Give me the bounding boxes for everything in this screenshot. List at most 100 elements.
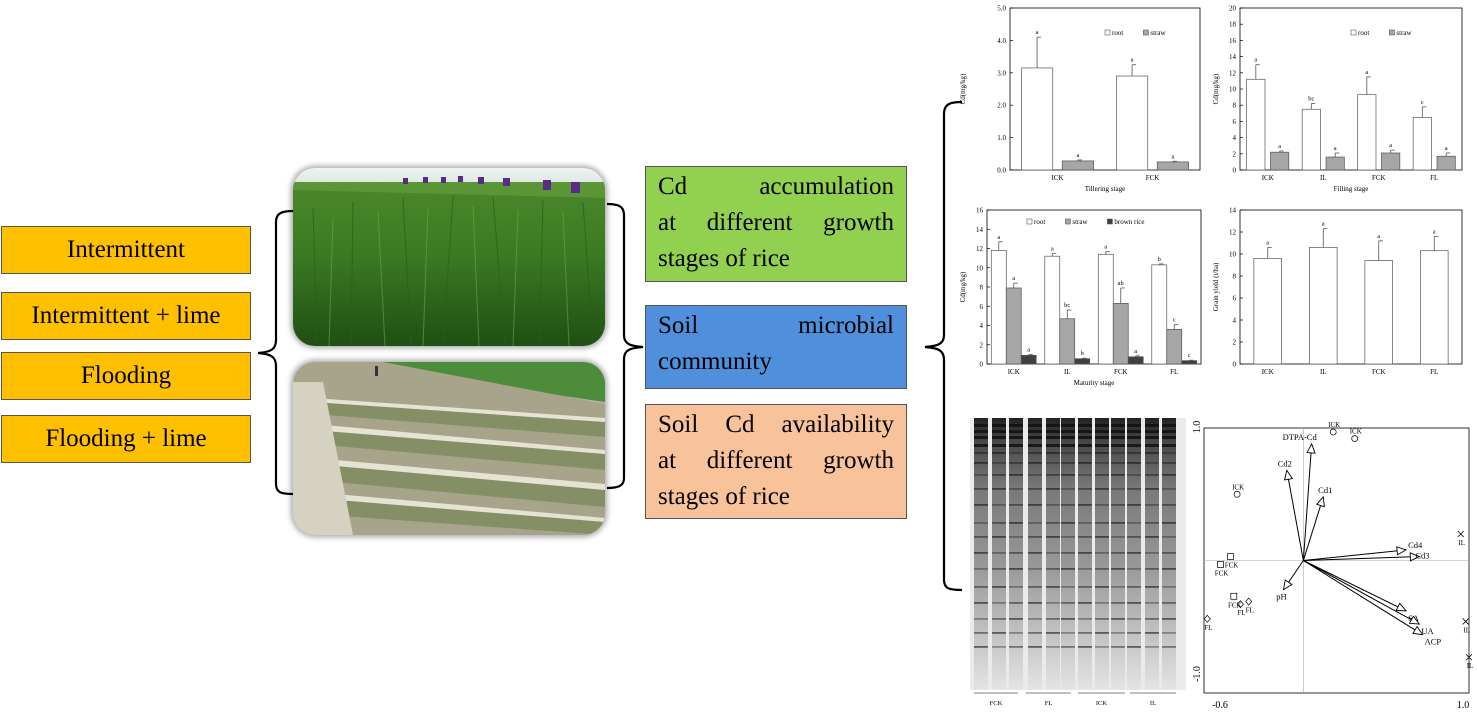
- vector-label: Cd4: [1408, 540, 1423, 550]
- gel-band: [1028, 618, 1042, 620]
- y-tick-label: 4: [1233, 317, 1237, 325]
- gel-band: [974, 586, 988, 588]
- gel-band: [1145, 444, 1159, 447]
- x-tick-label: FCK: [1146, 174, 1160, 182]
- gel-band: [1111, 646, 1125, 648]
- gel-band: [1061, 536, 1075, 538]
- y-tick-label: 1.0: [997, 134, 1006, 142]
- legend-swatch: [1107, 218, 1113, 225]
- gel-band: [1127, 632, 1141, 634]
- rda-vector: [1302, 496, 1324, 561]
- gel-band: [1127, 436, 1141, 439]
- significance-letter: a: [1322, 221, 1325, 228]
- rda-vector: [1303, 560, 1407, 612]
- x-tick-label: IL: [1320, 368, 1327, 376]
- gel-band: [1046, 462, 1060, 464]
- y-tick-label: 6: [980, 303, 984, 311]
- gel-band: [1127, 504, 1141, 506]
- significance-letter: a: [1134, 348, 1137, 355]
- y-tick-label: 18: [1229, 21, 1237, 29]
- gel-band: [1009, 632, 1023, 634]
- significance-letter: a: [1036, 29, 1039, 36]
- legend-label: root: [1034, 218, 1045, 226]
- y-tick-label: 4: [980, 322, 984, 330]
- rda-arrowhead: [1395, 602, 1408, 612]
- gel-band: [974, 522, 988, 524]
- y-tick-label: 0: [980, 361, 984, 369]
- gel-band: [1061, 504, 1075, 506]
- significance-letter: a: [1445, 145, 1448, 152]
- gel-band: [1061, 424, 1075, 427]
- rda-arrowhead: [1306, 442, 1316, 454]
- gel-lane: [1009, 418, 1023, 690]
- gel-band: [1028, 536, 1042, 538]
- rda-ordination-plot: 1.0-1.0-0.61.0DTPA-CdCd2Cd1Cd4Cd3pHSAUAA…: [1192, 421, 1474, 711]
- y-tick-label: 0.0: [997, 167, 1006, 175]
- gel-band: [1162, 632, 1176, 634]
- rda-vector: [1303, 560, 1423, 636]
- sample-label: IL: [1458, 539, 1465, 547]
- gel-band: [1046, 474, 1060, 476]
- gel-band: [1028, 462, 1042, 464]
- sample-label: IL: [1467, 662, 1474, 670]
- gel-band: [974, 632, 988, 634]
- bar: [1436, 155, 1456, 171]
- rda-arrowhead: [1409, 552, 1421, 562]
- treatment-box-flooding: Flooding: [1, 352, 251, 400]
- gel-band: [1127, 444, 1141, 447]
- y-tick-label: 10: [1229, 251, 1237, 259]
- x-tick-label: ICK: [1262, 368, 1274, 376]
- sample-marker: [1233, 490, 1241, 498]
- x-tick-label: 1.0: [1457, 700, 1470, 711]
- gel-band: [1028, 488, 1042, 490]
- gel-band: [1127, 430, 1141, 433]
- gel-band: [1078, 522, 1092, 524]
- gel-band: [1095, 424, 1109, 427]
- gel-band: [1046, 444, 1060, 447]
- bar: [1270, 151, 1290, 171]
- gel-lane: [1095, 418, 1109, 690]
- gel-band: [1078, 444, 1092, 447]
- x-tick-label: ICK: [1262, 174, 1274, 182]
- gel-band: [1095, 568, 1109, 570]
- y-tick-label: 16: [976, 207, 984, 215]
- gel-band: [1095, 436, 1109, 439]
- gel-band: [1028, 586, 1042, 588]
- significance-letter: ab: [1118, 280, 1124, 287]
- plot-frame: [1239, 209, 1463, 365]
- gel-band: [1078, 430, 1092, 433]
- gel-band: [1078, 586, 1092, 588]
- sample-marker: [1351, 435, 1359, 442]
- gel-band: [1061, 462, 1075, 464]
- bar: [1044, 255, 1061, 365]
- gel-band: [1162, 444, 1176, 447]
- gel-band: [1111, 488, 1125, 490]
- gel-band: [1028, 444, 1042, 447]
- gel-band: [1046, 430, 1060, 433]
- gel-band: [1127, 452, 1141, 454]
- gel-lane: [1046, 418, 1060, 690]
- gel-band: [1046, 602, 1060, 604]
- gel-band: [1145, 430, 1159, 433]
- gel-band: [1009, 602, 1023, 604]
- gel-band: [1162, 462, 1176, 464]
- gel-band: [1046, 632, 1060, 634]
- gel-band: [1145, 522, 1159, 524]
- legend-label: straw: [1150, 29, 1166, 37]
- plot-frame: [1009, 7, 1201, 171]
- gel-band: [1145, 586, 1159, 588]
- y-tick-label: -1.0: [1192, 666, 1203, 682]
- gel-band: [992, 646, 1006, 648]
- y-tick-label: 8: [1233, 102, 1237, 110]
- rda-vector: [1303, 560, 1420, 625]
- y-tick-label: 6: [1233, 118, 1237, 126]
- gel-band: [1028, 646, 1042, 648]
- gel-band: [1111, 522, 1125, 524]
- gel-band: [1046, 568, 1060, 570]
- gel-band: [1145, 602, 1159, 604]
- gel-band: [1111, 602, 1125, 604]
- gel-band: [1061, 488, 1075, 490]
